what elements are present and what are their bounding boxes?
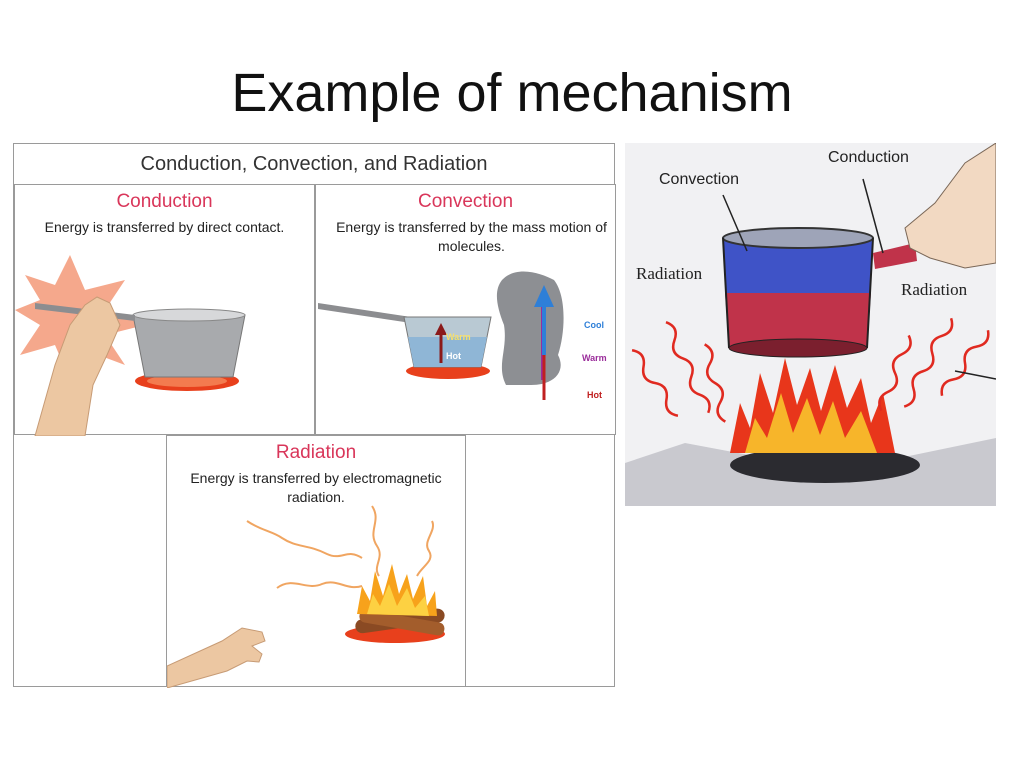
conduction-label: Conduction [828, 149, 909, 166]
conduction-title: Conduction [116, 191, 213, 212]
pan-icon [132, 314, 246, 378]
convection-illustration [318, 271, 564, 400]
stove-illustration [625, 143, 996, 506]
pot-hot-label: Hot [446, 351, 461, 361]
radiation-left-label: Radiation [636, 264, 703, 283]
conduction-desc: Energy is transferred by direct contact. [44, 219, 285, 235]
radiation-panel: Radiation Energy is transferred by elect… [166, 435, 466, 688]
conduction-panel: Conduction Energy is transferred by dire… [14, 184, 315, 436]
pot-warm-label: Warm [446, 332, 471, 342]
slide-title: Example of mechanism [231, 63, 793, 123]
figure-header: Conduction, Convection, and Radiation [14, 144, 614, 185]
radiation-right-label: Radiation [901, 280, 968, 299]
coals [730, 447, 920, 483]
convection-title: Convection [417, 191, 514, 212]
left-figure: Conduction, Convection, and Radiation Co… [13, 143, 616, 688]
convection-panel: Convection Energy is transferred by the … [315, 184, 616, 435]
radiation-desc: Energy is transferred by electromagnetic… [190, 470, 442, 505]
convection-desc: Energy is transferred by the mass motion… [336, 219, 607, 254]
hot-label: Hot [587, 390, 602, 400]
cool-label: Cool [584, 320, 604, 330]
hand-icon [34, 296, 121, 436]
hand-icon [904, 143, 996, 269]
conduction-illustration [15, 255, 246, 436]
radiation-title: Radiation [275, 442, 357, 463]
hand-icon [167, 627, 266, 688]
warm-label: Warm [582, 353, 607, 363]
radiation-illustration [167, 505, 445, 688]
radiation-arrows [631, 317, 990, 423]
convection-label: Convection [659, 171, 740, 188]
cloud-icon [496, 271, 564, 385]
right-figure: Conduction Convection Radiation Radiatio… [625, 143, 996, 506]
wave-icon [246, 520, 363, 559]
